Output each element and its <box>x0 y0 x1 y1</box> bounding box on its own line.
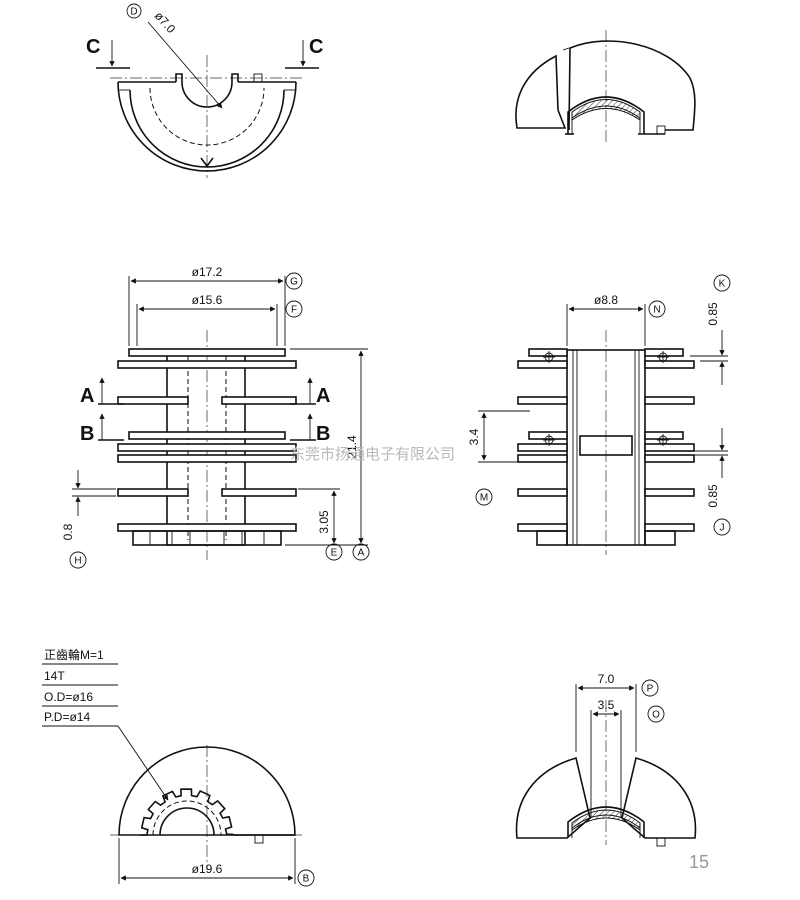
flange-thickness-bubble: H <box>74 556 81 567</box>
section-a-right-label: A <box>316 385 330 407</box>
outer-width-dimension: 7.0 <box>598 672 615 686</box>
gear-view: 正齒輪M=1 14T O.D=ø16 P.D=ø14 ø19.6 B <box>42 647 315 887</box>
section-c-right-label: C <box>309 36 323 58</box>
slot-gap-top-bubble: K <box>719 279 726 290</box>
inner-width-dimension: 3.5 <box>598 698 615 712</box>
section-a-left-label: A <box>80 385 94 407</box>
side-view: ø8.8 N 0.85 K 0.85 J 3.4 M <box>467 274 731 555</box>
center-dia-dimension: ø8.8 <box>594 293 618 307</box>
height-bubble: A <box>358 548 365 559</box>
slot-gap-bottom-bubble: J <box>720 523 725 534</box>
gear-note-od: O.D=ø16 <box>44 690 93 704</box>
front-view: ø17.2 G ø15.6 F 21.4 A 3.05 E 0.8 H A <box>61 265 370 569</box>
center-dia-bubble: N <box>653 305 660 316</box>
outer-dia-dimension: ø17.2 <box>192 265 223 279</box>
base-dia-dimension: ø19.6 <box>192 862 223 876</box>
iso-view-top <box>515 30 696 142</box>
page-number: 15 <box>689 852 709 872</box>
base-height-bubble: E <box>331 548 338 559</box>
height-dimension: 21.4 <box>345 435 359 459</box>
inner-width-bubble: O <box>652 710 660 721</box>
section-c-left-label: C <box>86 36 100 58</box>
top-view: D ø7.0 C C <box>86 3 323 178</box>
outer-dia-bubble: G <box>290 277 298 288</box>
window-height-bubble: M <box>480 493 488 504</box>
slot-gap-top-dimension: 0.85 <box>706 302 720 326</box>
flange-thickness-dimension: 0.8 <box>61 523 75 540</box>
gear-note-title: 正齒輪M=1 <box>44 647 104 662</box>
base-height-dimension: 3.05 <box>317 510 331 534</box>
section-b-right-label: B <box>316 423 330 445</box>
top-view-diameter: ø7.0 <box>152 9 179 36</box>
gear-note-pd: P.D=ø14 <box>44 710 90 724</box>
window-height-dimension: 3.4 <box>467 428 481 445</box>
base-dia-bubble: B <box>303 874 310 885</box>
inner-dia-bubble: F <box>291 305 297 316</box>
slot-view: 7.0 P 3.5 O <box>515 672 697 847</box>
watermark: 东莞市扬通电子有限公司 <box>290 446 455 463</box>
outer-width-bubble: P <box>647 684 654 695</box>
slot-gap-bottom-dimension: 0.85 <box>706 484 720 508</box>
top-view-diameter-bubble: D <box>130 7 137 18</box>
inner-dia-dimension: ø15.6 <box>192 293 223 307</box>
section-b-left-label: B <box>80 423 94 445</box>
gear-note-teeth: 14T <box>44 669 65 683</box>
